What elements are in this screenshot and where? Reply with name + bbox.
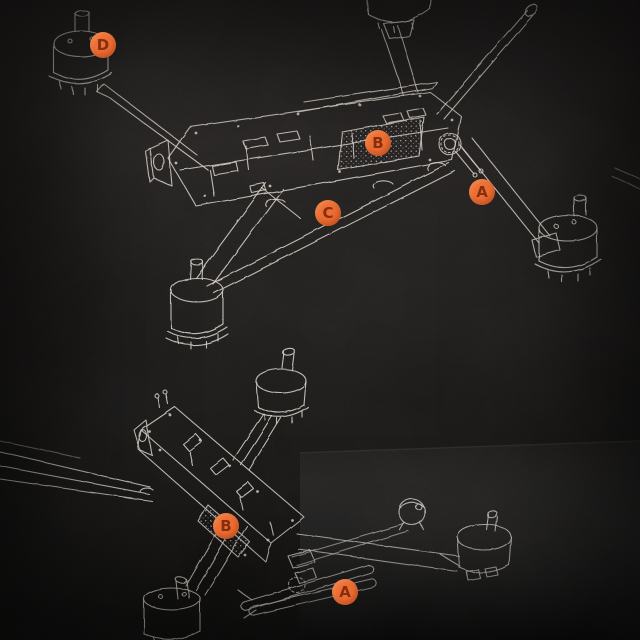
part-marker-c-drone-assembled: C: [315, 200, 341, 226]
part-marker-a-drone-folded: A: [332, 579, 358, 605]
part-marker-a-drone-assembled: A: [469, 179, 495, 205]
drone-folded-illustration: [0, 348, 511, 640]
part-marker-d-drone-assembled: D: [90, 32, 116, 58]
part-marker-b-drone-assembled: B: [365, 130, 391, 156]
drone-assembled-illustration: [49, 0, 640, 349]
part-marker-b-drone-folded: B: [213, 513, 239, 539]
